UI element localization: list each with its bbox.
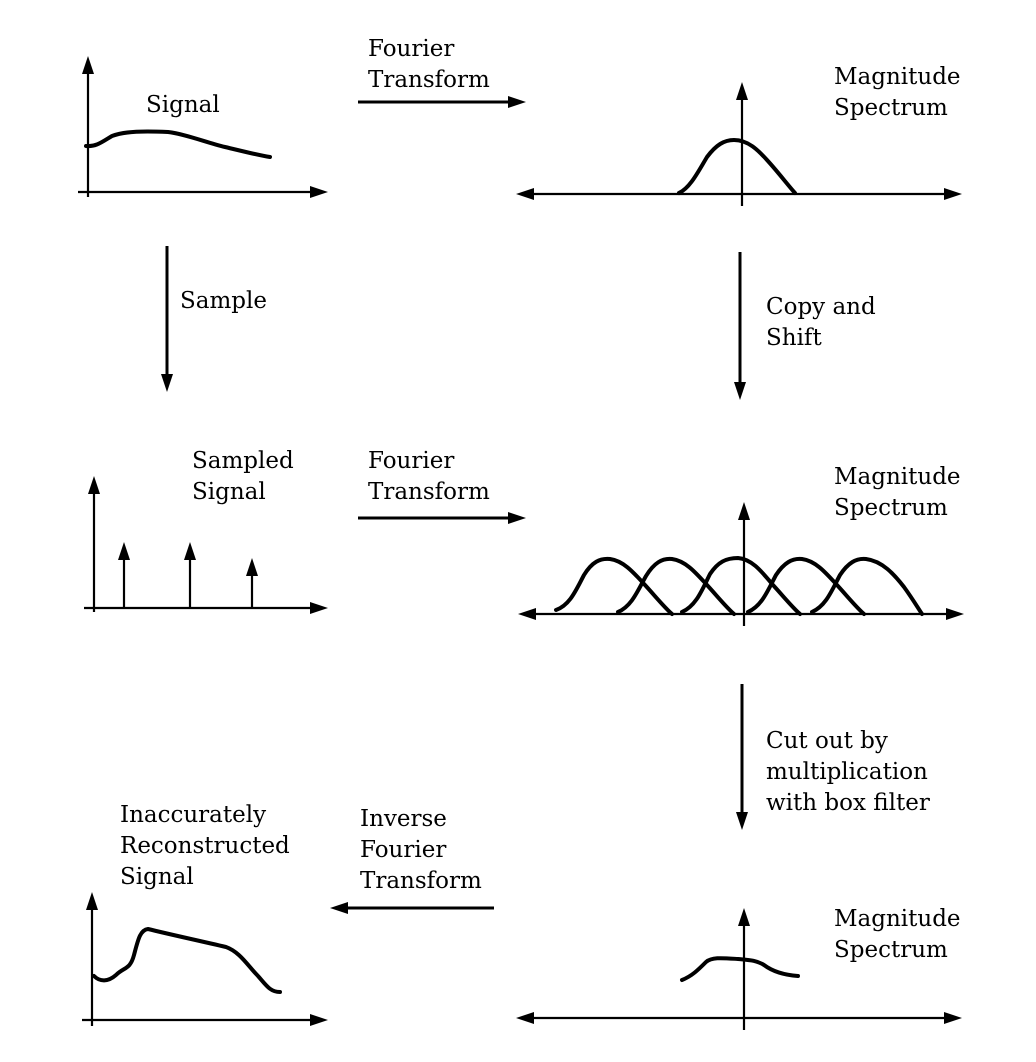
label-sample: Sample [180, 288, 267, 314]
panel-signal [78, 56, 328, 198]
arrow-copy-shift [734, 252, 746, 400]
spectrum-copy-5 [810, 556, 924, 616]
signal-y-arrowhead [82, 56, 94, 74]
panel-magnitude-top [516, 82, 962, 206]
panel-sampled-signal [84, 476, 328, 614]
label-inverse-fourier-transform: Inverse Fourier Transform [360, 806, 482, 894]
arrow-fourier-transform-top [358, 96, 526, 108]
signal-x-arrowhead [310, 186, 328, 198]
label-signal: Signal [146, 92, 220, 118]
spectrum-copy-1 [554, 556, 674, 616]
spectrum-copy-4 [746, 556, 866, 616]
panel-magnitude-bottom [516, 908, 962, 1030]
sample-impulse-3 [246, 558, 258, 608]
arrow-sample [161, 246, 173, 392]
label-magnitude-spectrum-mid: Magnitude Spectrum [834, 464, 961, 521]
label-fourier-transform-mid: Fourier Transform [368, 448, 490, 505]
signal-curve [84, 129, 272, 159]
mag-top-curve [677, 138, 797, 195]
reconstructed-curve [92, 927, 282, 994]
label-fourier-transform-top: Fourier Transform [368, 36, 490, 93]
arrow-fourier-transform-mid [358, 512, 526, 524]
label-magnitude-spectrum-top: Magnitude Spectrum [834, 64, 961, 121]
label-sampled-signal: Sampled Signal [192, 448, 294, 505]
panel-magnitude-mid [518, 502, 964, 626]
arrow-cut-out [736, 684, 748, 830]
sample-impulse-2 [184, 542, 196, 608]
spectrum-copy-2 [616, 556, 736, 616]
label-cut-out: Cut out by multiplication with box filte… [766, 728, 930, 816]
arrow-inverse-fourier-transform [330, 902, 494, 914]
spectrum-copy-3 [680, 556, 802, 616]
label-copy-and-shift: Copy and Shift [766, 294, 876, 351]
sample-impulse-1 [118, 542, 130, 608]
filtered-spectrum-curve [680, 956, 800, 982]
panel-reconstructed-signal [82, 892, 328, 1026]
label-reconstructed-signal: Inaccurately Reconstructed Signal [120, 802, 290, 890]
label-magnitude-spectrum-bottom: Magnitude Spectrum [834, 906, 961, 963]
